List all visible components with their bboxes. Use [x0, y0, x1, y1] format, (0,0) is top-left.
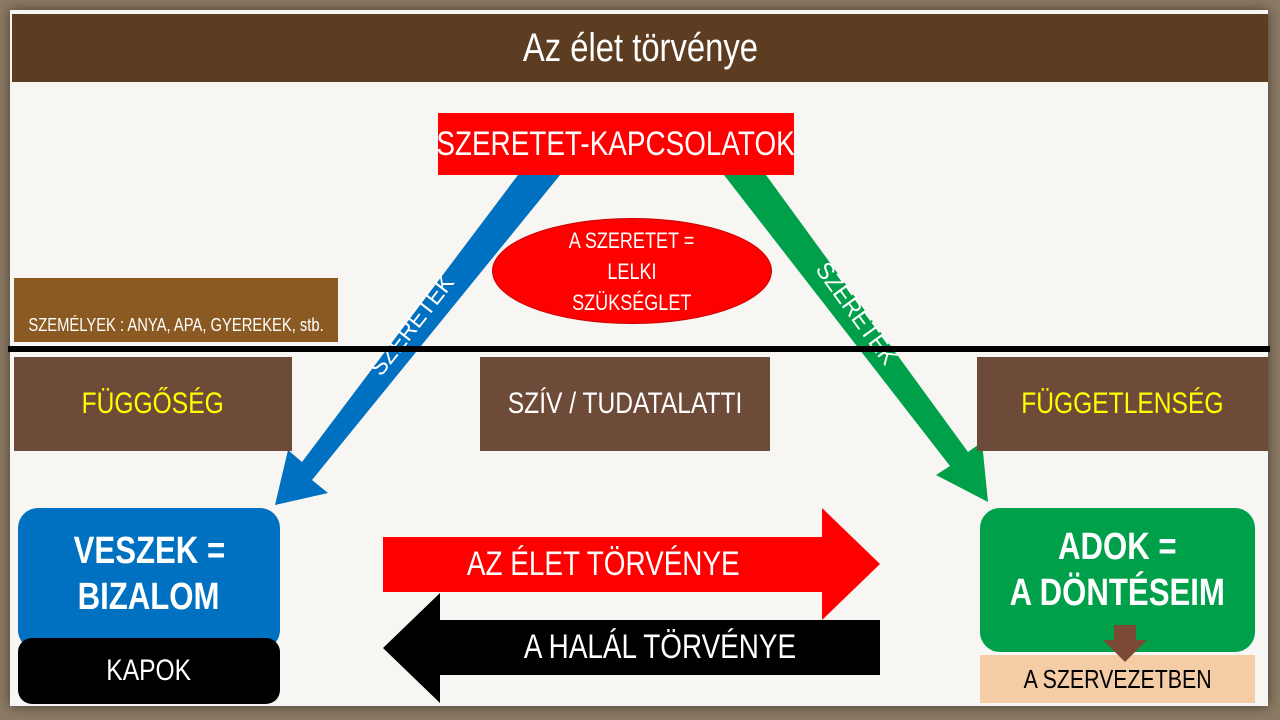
take-line-1: VESZEK = [73, 530, 225, 572]
independence-box: FÜGGETLENSÉG [977, 357, 1268, 451]
life-arrow-label: AZ ÉLET TÖRVÉNYE [466, 545, 740, 583]
take-trust-box: VESZEK = BIZALOM [18, 508, 280, 650]
dependence-box: FÜGGŐSÉG [14, 357, 292, 451]
divider-line [8, 346, 1270, 352]
ellipse-line-3: SZÜKSÉGLET [572, 289, 692, 315]
heart-subconscious-box: SZÍV / TUDATALATTI [480, 357, 770, 451]
take-line-2: BIZALOM [78, 576, 220, 618]
death-arrow-label: A HALÁL TÖRVÉNYE [523, 628, 797, 666]
ellipse-line-2: LELKI [607, 258, 657, 284]
left-arrow-label: SZERETEK [365, 270, 460, 381]
give-decisions-box: ADOK = A DÖNTÉSEIM [980, 508, 1255, 652]
persons-box: SZEMÉLYEK : ANYA, APA, GYEREKEK, stb. [14, 278, 338, 342]
give-line-2: A DÖNTÉSEIM [1009, 572, 1226, 614]
green-arrow [724, 175, 988, 502]
life-arrow-shape [383, 508, 880, 620]
ellipse-line-1: A SZERETET = [569, 227, 695, 253]
right-arrow-label: SZERETEK [810, 257, 902, 370]
death-arrow-shape [383, 593, 880, 703]
give-line-1: ADOK = [1058, 526, 1177, 568]
blue-arrow [275, 175, 560, 505]
receive-box: KAPOK [18, 638, 280, 704]
organization-box: A SZERVEZETBEN [980, 655, 1255, 703]
slide-title: Az élet törvénye [12, 14, 1268, 82]
love-need-ellipse: A SZERETET = LELKI SZÜKSÉGLET [492, 218, 772, 324]
love-relations-box: SZERETET-KAPCSOLATOK [437, 113, 795, 175]
